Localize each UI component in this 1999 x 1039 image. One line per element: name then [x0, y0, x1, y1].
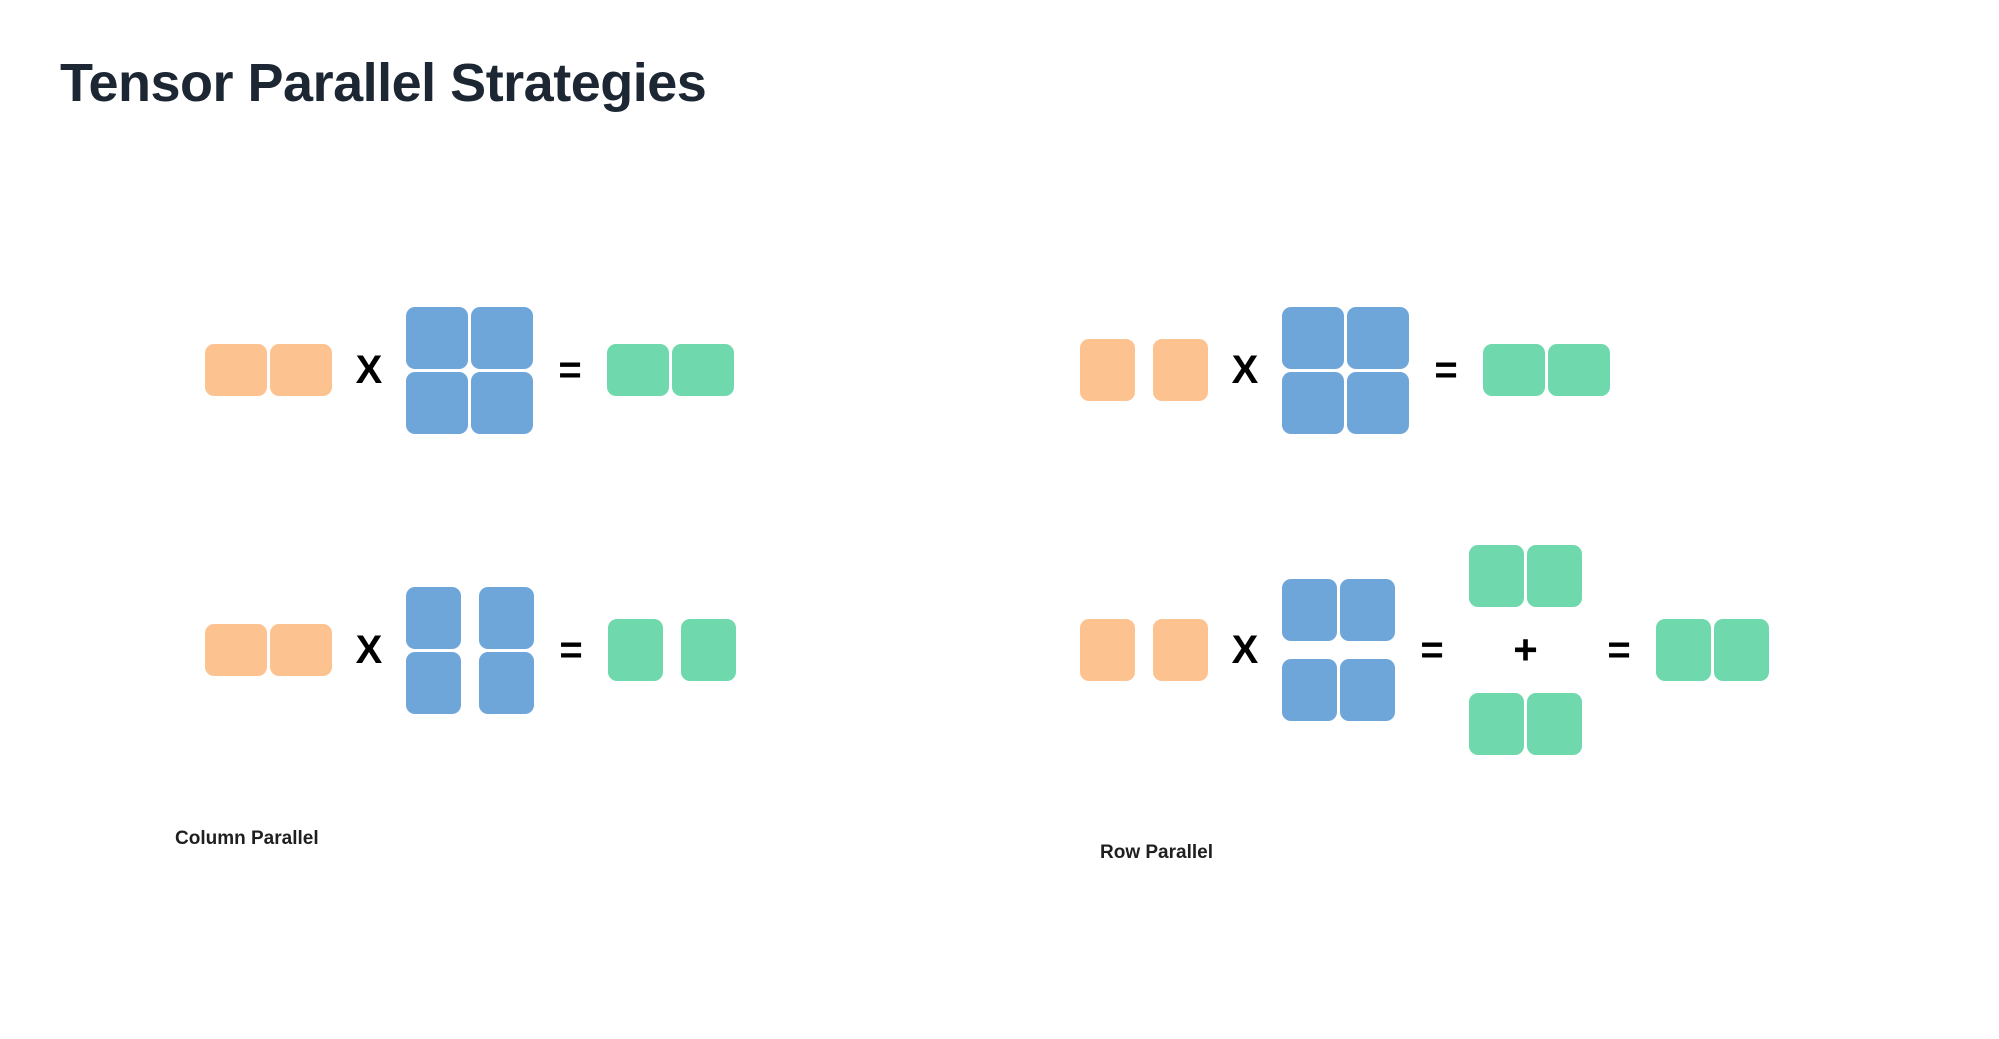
matrix-output-green-reduced — [1656, 619, 1769, 681]
matrix-row — [205, 344, 332, 396]
matrix-row — [406, 371, 533, 434]
matrix-cell — [479, 586, 534, 649]
matrix-cell — [1153, 619, 1208, 681]
matrix-cell — [479, 651, 534, 714]
strategy-label-column-parallel: Column Parallel — [175, 828, 319, 849]
matrix-row — [406, 306, 533, 369]
matrix-cell — [205, 344, 267, 396]
equals-operator: = — [1420, 628, 1444, 672]
matrix-row — [1469, 545, 1582, 607]
matrix-cell — [607, 344, 669, 396]
matrix-input-orange-column-sharded — [1080, 339, 1208, 401]
matrix-row — [1282, 659, 1395, 721]
equation-row-column-parallel-unsharded: X = — [205, 270, 734, 470]
equals-operator: = — [559, 628, 583, 672]
page-title: Tensor Parallel Strategies — [60, 53, 707, 113]
matrix-cell — [1347, 306, 1409, 369]
matrix-input-orange — [205, 624, 332, 676]
matrix-row — [1469, 693, 1582, 755]
matrix-row — [608, 619, 736, 681]
strategy-label-row-parallel: Row Parallel — [1100, 842, 1213, 863]
matrix-cell — [270, 344, 332, 396]
matrix-cell — [681, 619, 736, 681]
multiply-operator: X — [355, 628, 383, 672]
matrix-cell — [406, 651, 461, 714]
matrix-output-green-column-sharded — [608, 619, 736, 681]
matrix-row — [1080, 619, 1208, 681]
equals-operator: = — [558, 348, 582, 392]
multiply-operator: X — [355, 348, 383, 392]
matrix-cell — [1282, 579, 1337, 641]
matrix-row — [1282, 579, 1395, 641]
matrix-partial-sum-green — [1469, 693, 1582, 755]
matrix-row — [205, 624, 332, 676]
matrix-cell — [406, 306, 468, 369]
matrix-weight-blue-column-sharded — [406, 586, 534, 714]
matrix-weight-blue — [1282, 306, 1409, 434]
matrix-cell — [471, 371, 533, 434]
panel-column-parallel: X = X — [150, 270, 910, 910]
matrix-input-orange — [205, 344, 332, 396]
matrix-row — [1282, 306, 1409, 369]
matrix-cell — [1527, 693, 1582, 755]
equation-row-row-parallel-unsharded: X = — [1080, 270, 1610, 470]
matrix-weight-blue — [406, 306, 533, 434]
matrix-cell — [1080, 619, 1135, 681]
matrix-cell — [1527, 545, 1582, 607]
matrix-cell — [205, 624, 267, 676]
matrix-cell — [1340, 579, 1395, 641]
matrix-input-orange-column-sharded — [1080, 619, 1208, 681]
matrix-weight-blue-row-sharded — [1282, 579, 1395, 721]
matrix-cell — [1656, 619, 1711, 681]
matrix-output-green — [1483, 344, 1610, 396]
equation-row-column-parallel-sharded: X = — [205, 550, 736, 750]
matrix-cell — [672, 344, 734, 396]
matrix-cell — [1347, 371, 1409, 434]
matrix-cell — [1469, 693, 1524, 755]
multiply-operator: X — [1231, 628, 1259, 672]
equals-operator: = — [1434, 348, 1458, 392]
matrix-row — [406, 586, 534, 649]
equals-operator: = — [1607, 628, 1631, 672]
matrix-cell — [1483, 344, 1545, 396]
matrix-cell — [1340, 659, 1395, 721]
matrix-cell — [1282, 371, 1344, 434]
matrix-row — [1483, 344, 1610, 396]
matrix-row — [1282, 371, 1409, 434]
matrix-output-green — [607, 344, 734, 396]
multiply-operator: X — [1231, 348, 1259, 392]
matrix-cell — [406, 586, 461, 649]
plus-operator: + — [1513, 626, 1538, 673]
matrix-row — [1656, 619, 1769, 681]
panel-row-parallel: X = X — [1080, 270, 1940, 910]
matrix-partial-sum-green — [1469, 545, 1582, 607]
matrix-cell — [1282, 659, 1337, 721]
matrix-cell — [1548, 344, 1610, 396]
matrix-row — [607, 344, 734, 396]
matrix-cell — [1153, 339, 1208, 401]
matrix-row — [406, 651, 534, 714]
matrix-cell — [1080, 339, 1135, 401]
matrix-cell — [1282, 306, 1344, 369]
matrix-cell — [1469, 545, 1524, 607]
matrix-cell — [406, 371, 468, 434]
matrix-cell — [471, 306, 533, 369]
matrix-row — [1080, 339, 1208, 401]
matrix-cell — [1714, 619, 1769, 681]
matrix-cell — [270, 624, 332, 676]
partial-sum-group: + — [1469, 545, 1582, 755]
equation-row-row-parallel-sharded: X = + — [1080, 545, 1769, 755]
matrix-cell — [608, 619, 663, 681]
